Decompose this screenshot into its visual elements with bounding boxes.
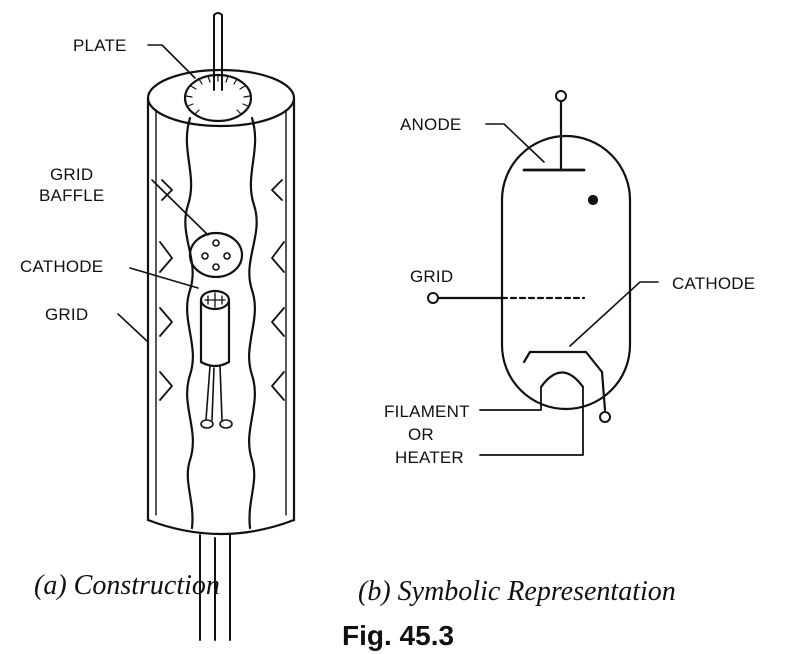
cathode-label-b: CATHODE (672, 274, 756, 293)
grid-label: GRID (45, 305, 89, 324)
grid-baffle-label-line1: GRID (50, 165, 94, 184)
grid-label-b: GRID (410, 267, 454, 286)
cathode-lead-out (600, 370, 607, 412)
anode-terminal (555, 90, 567, 102)
heater-leads (200, 365, 233, 429)
grid-baffle-leader (151, 179, 209, 236)
grid-baffle-label-line2: BAFFLE (39, 186, 105, 205)
plate-label: PLATE (73, 36, 127, 55)
figure-number: Fig. 45.3 (342, 620, 455, 651)
heater-lead-right (479, 386, 584, 456)
grid-leader (117, 313, 149, 343)
symbolic-drawing (427, 90, 659, 456)
plate-leader (147, 44, 196, 79)
heater-arc (539, 371, 585, 389)
grid-terminal (427, 292, 439, 304)
filament-label-line2: OR (408, 425, 434, 444)
base-pins (199, 534, 231, 641)
envelope-dot (587, 194, 599, 206)
cathode-leader-b (569, 281, 659, 347)
tube-envelope (500, 134, 632, 411)
caption-symbolic: (b) Symbolic Representation (358, 576, 676, 607)
anode-leader (485, 123, 545, 163)
cathode-terminal (599, 411, 611, 423)
cathode-label: CATHODE (20, 257, 104, 276)
plate-lead (213, 14, 223, 91)
filament-label-line1: FILAMENT (384, 402, 470, 421)
cathode-sleeve (199, 289, 231, 368)
heater-lead-left (479, 386, 542, 411)
grid-wires (159, 179, 285, 401)
filament-label-line3: HEATER (395, 448, 464, 467)
anode-label: ANODE (400, 115, 462, 134)
plate-bottom-rim (146, 518, 296, 536)
construction-drawing (117, 12, 296, 641)
cutaway-right-edge (248, 116, 258, 530)
cathode-leader (129, 267, 199, 289)
grid-baffle-disk (188, 231, 244, 279)
cathode-symbol (522, 350, 604, 374)
caption-construction: (a) Construction (34, 570, 220, 601)
cutaway-left-edge (184, 116, 194, 530)
